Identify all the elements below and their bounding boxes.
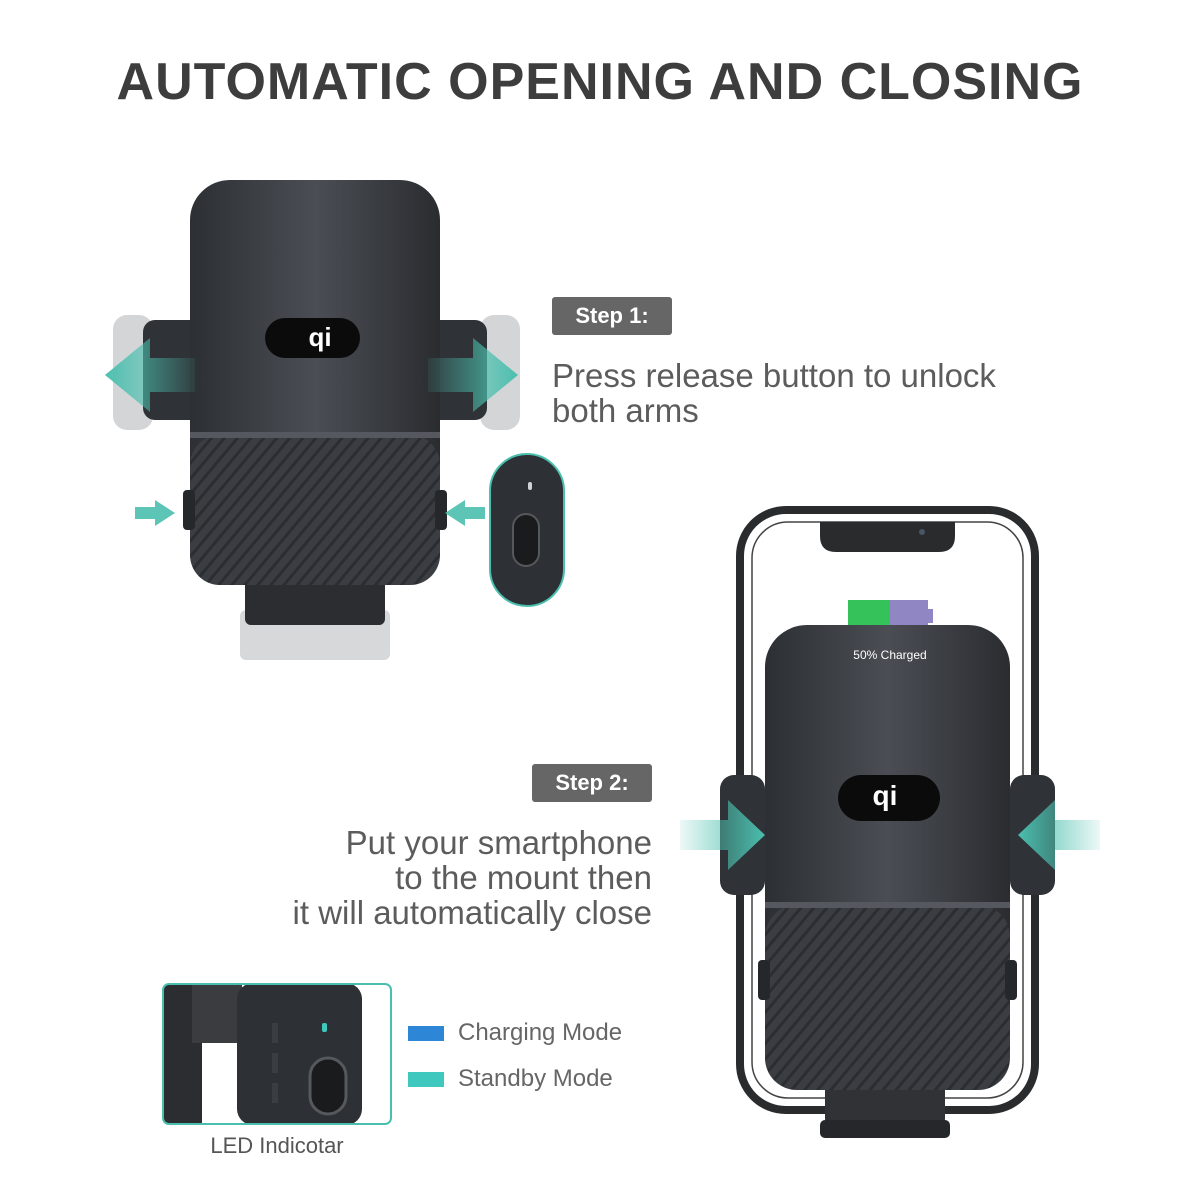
step-1-text: Press release button to unlock both arms xyxy=(552,358,1112,428)
led-inset-caption: LED Indicotar xyxy=(210,1133,344,1158)
step-1-line: Press release button to unlock xyxy=(552,357,996,394)
release-button-inset xyxy=(489,453,565,607)
qi-logo-icon: qi xyxy=(872,780,898,811)
step-2-line: it will automatically close xyxy=(292,894,652,931)
step-2-line: to the mount then xyxy=(395,859,652,896)
qi-logo-icon: qi xyxy=(308,322,332,352)
step-2-text: Put your smartphone to the mount then it… xyxy=(200,825,652,930)
legend-label: Charging Mode xyxy=(458,1019,623,1046)
page-title: AUTOMATIC OPENING AND CLOSING xyxy=(116,53,1084,111)
close-arrow-right-icon xyxy=(1018,800,1100,870)
led-indicator-inset xyxy=(162,983,392,1125)
step-2-badge: Step 2: xyxy=(532,764,652,802)
legend-item-standby: Standby Mode xyxy=(408,1062,622,1096)
press-arrow-right-icon xyxy=(445,500,485,526)
legend-label: Standby Mode xyxy=(458,1065,613,1092)
charge-status-label: 50% Charged xyxy=(853,648,927,662)
arrow-left-icon xyxy=(105,338,195,412)
close-arrow-left-icon xyxy=(680,800,765,870)
step-2-line: Put your smartphone xyxy=(345,824,652,861)
phone-mount-illustration xyxy=(680,506,1100,1138)
step-1-line: both arms xyxy=(552,392,699,429)
standby-mode-swatch xyxy=(408,1071,444,1087)
charging-mode-swatch xyxy=(408,1025,444,1041)
press-arrow-left-icon xyxy=(135,500,175,526)
legend: Charging Mode Standby Mode xyxy=(408,1016,622,1096)
legend-item-charging: Charging Mode xyxy=(408,1016,622,1050)
mount-open-illustration xyxy=(105,180,520,660)
arrow-right-icon xyxy=(428,338,518,412)
step-1-badge: Step 1: xyxy=(552,297,672,335)
